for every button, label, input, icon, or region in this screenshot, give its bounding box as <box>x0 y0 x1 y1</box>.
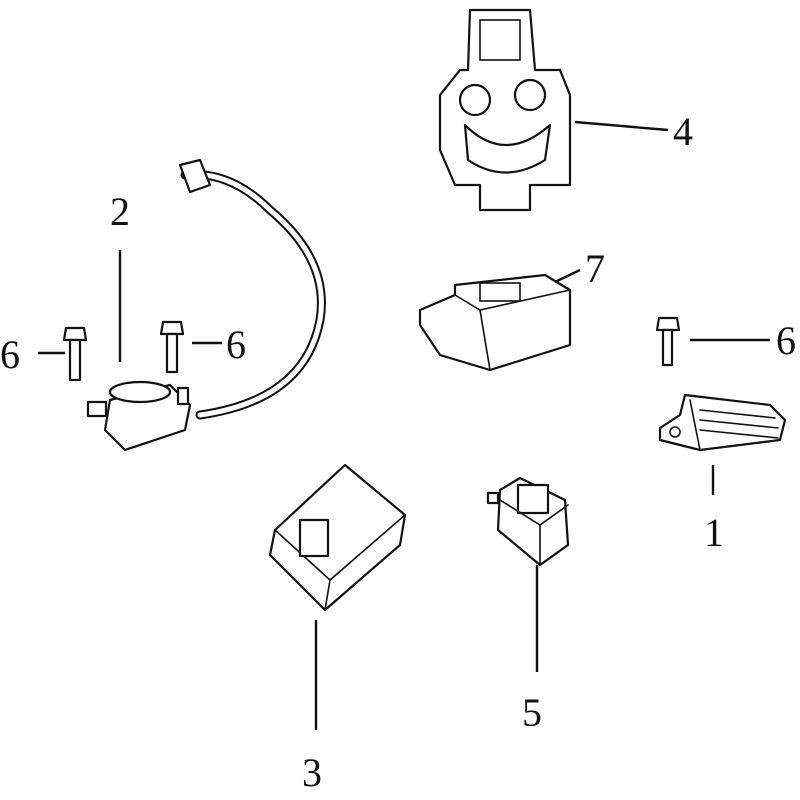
regulator-part <box>658 393 787 452</box>
callout-6-right: 6 <box>776 318 796 363</box>
callout-7: 7 <box>585 246 605 291</box>
ignition-coil-part <box>86 158 326 452</box>
bolt-right-part <box>655 316 681 367</box>
callout-3: 3 <box>302 750 322 795</box>
flasher-relay-part <box>486 476 570 567</box>
callout-2: 2 <box>110 189 130 234</box>
relay-7-part <box>418 273 572 372</box>
callout-6-middle: 6 <box>226 322 246 367</box>
leader-4 <box>574 120 669 132</box>
bolt-left-part <box>62 326 88 382</box>
starter-relay-part <box>438 8 572 212</box>
leader-7 <box>554 268 581 284</box>
callout-4: 4 <box>673 109 693 154</box>
callout-1: 1 <box>704 510 724 555</box>
callout-5: 5 <box>522 690 542 735</box>
cdi-unit-part <box>268 463 407 612</box>
callout-6-left: 6 <box>0 332 20 377</box>
bolt-middle-part <box>159 320 185 374</box>
